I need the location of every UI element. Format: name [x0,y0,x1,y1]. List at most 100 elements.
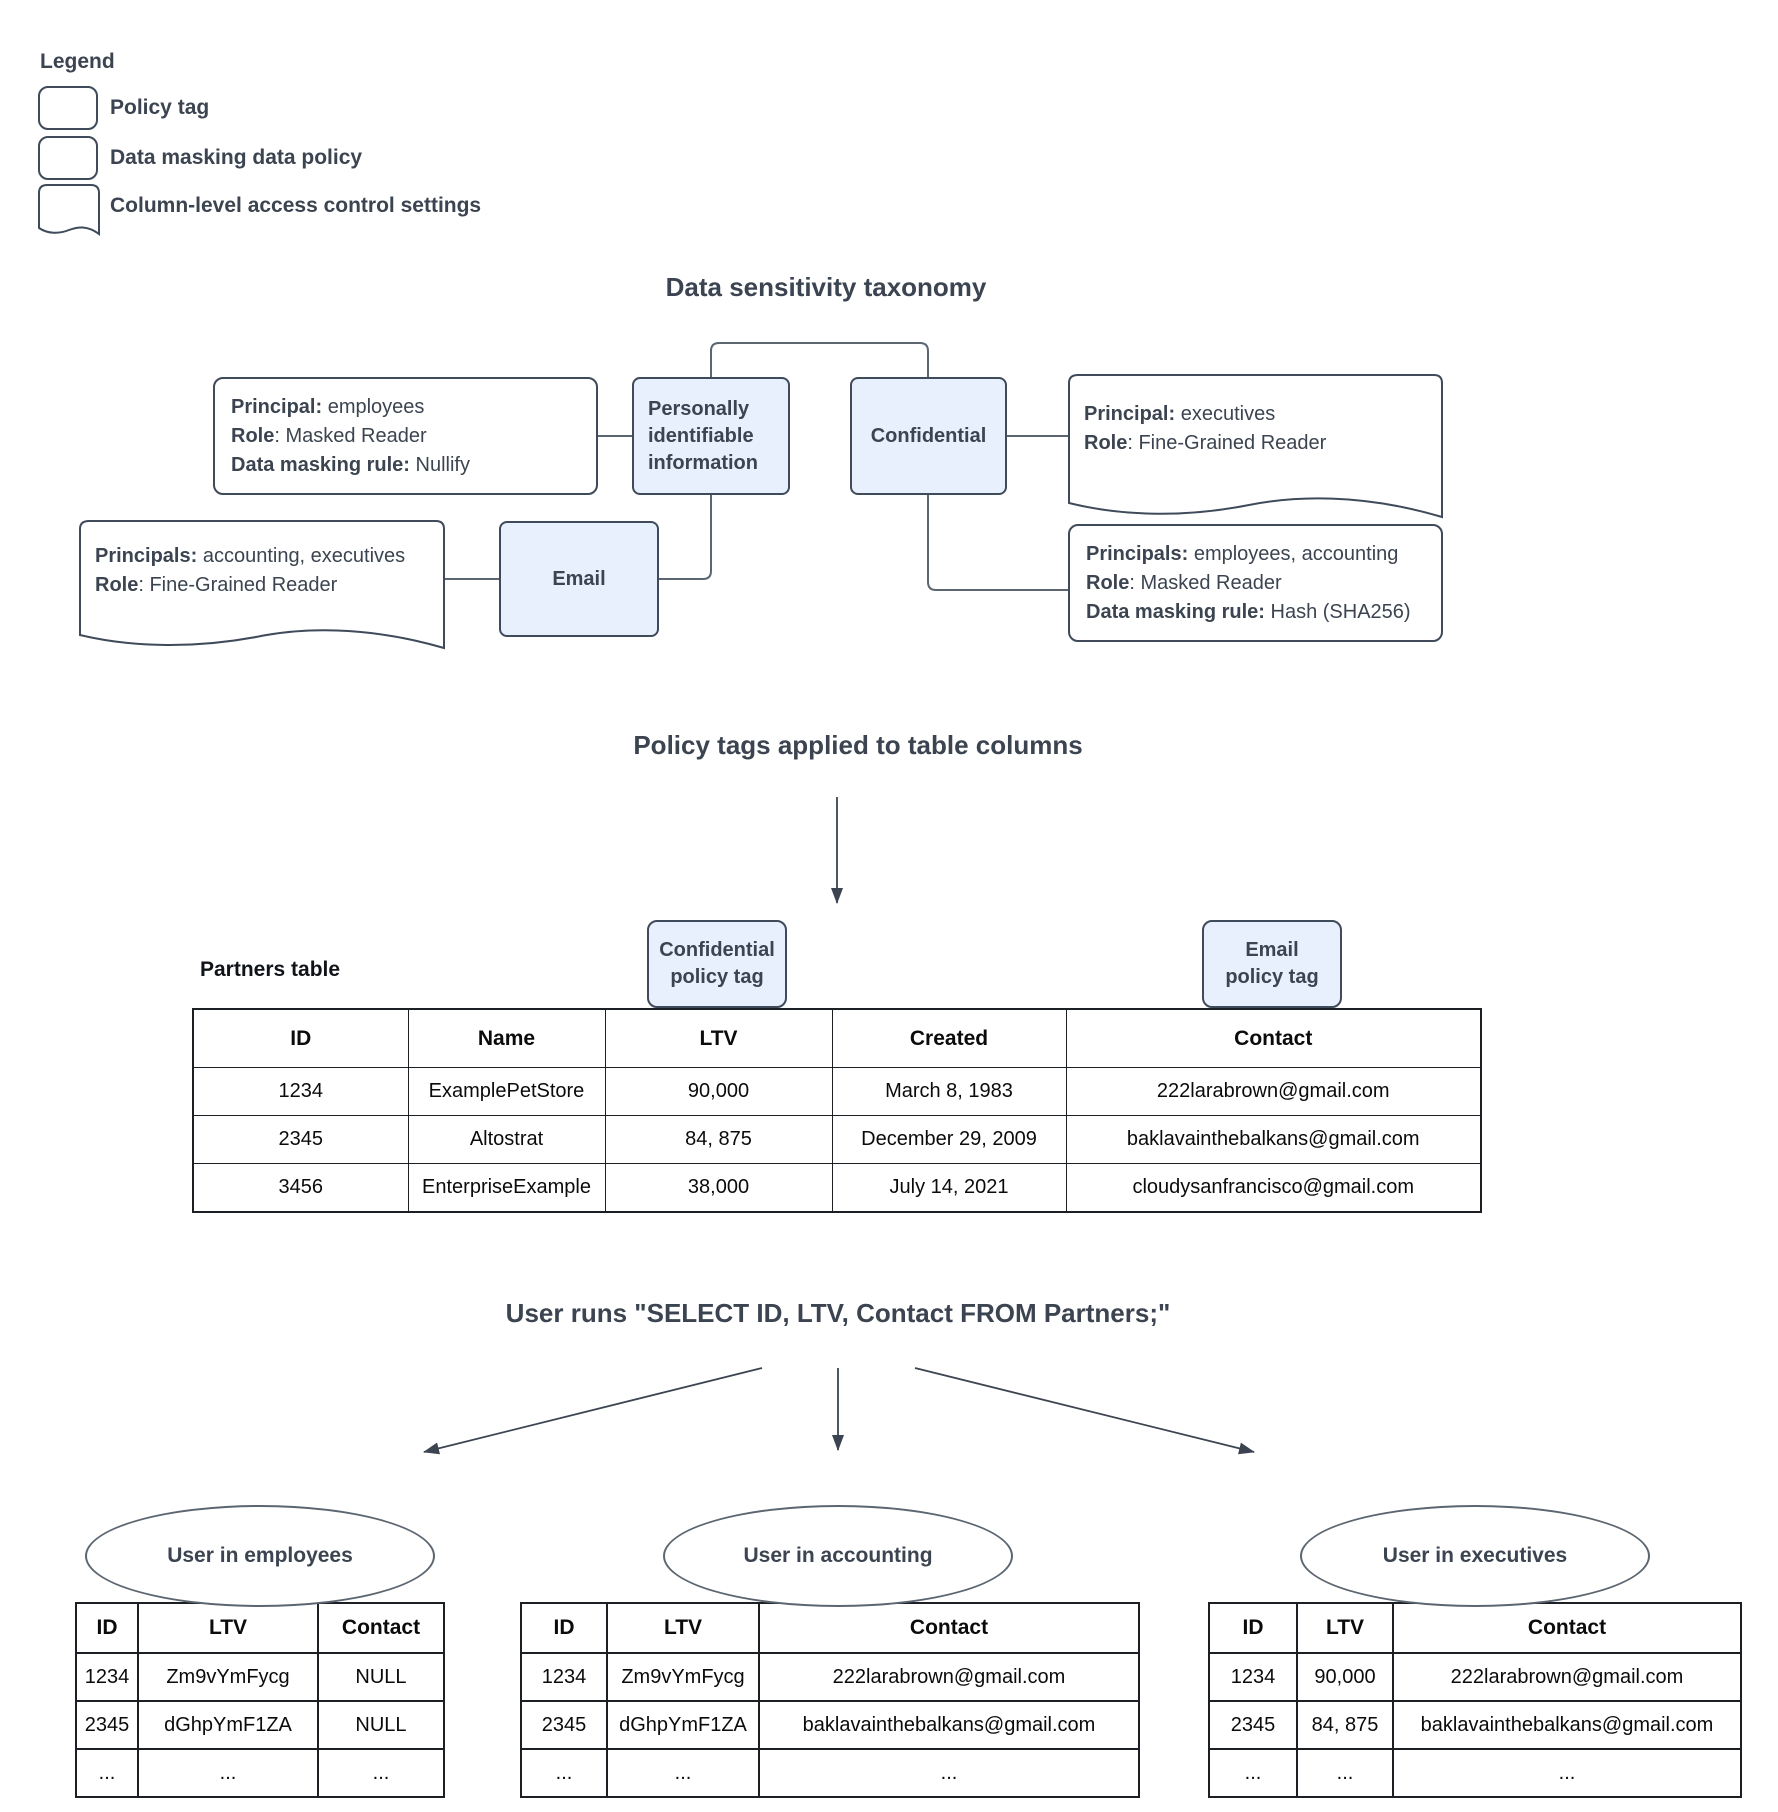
column-header: ID [75,1602,139,1654]
table-cell: ... [1392,1748,1742,1798]
column-header: Contact [758,1602,1140,1654]
column-header: Contact [1392,1602,1742,1654]
connector-confidential-hash [927,495,1068,591]
table-cell: 1234 [75,1652,139,1702]
table-cell: cloudysanfrancisco@gmail.com [1065,1163,1482,1213]
policy-field-label: Principal: [1084,403,1176,425]
table-row: 1234 90,000 222larabrown@gmail.com [1208,1652,1742,1702]
accounting-result-table: ID LTV Contact 1234 Zm9vYmFycg 222larabr… [520,1602,1140,1798]
table-cell: 90,000 [604,1067,833,1116]
policy-field-label: Principals: [1086,542,1189,565]
table-cell: 1234 [520,1652,608,1702]
table-header-row: ID Name LTV Created Contact [192,1008,1482,1068]
table-cell: 2345 [75,1700,139,1750]
policy-field-label: Data masking rule: [231,453,410,476]
user-executives-oval: User in executives [1300,1505,1650,1607]
legend-item-data-masking: Data masking data policy [110,146,363,169]
connector-pii-confidential [710,342,929,377]
confidential-policy-tag-node: Confidential [850,377,1007,495]
table-cell: ... [1296,1748,1394,1798]
table-cell: 84, 875 [604,1115,833,1164]
arrow-to-executives [914,1367,1255,1455]
email-policy-tag-node: Email [499,521,659,637]
policy-field-value: : Fine-Grained Reader [138,574,338,596]
table-cell: 3456 [192,1163,409,1213]
table-cell: March 8, 1983 [831,1067,1067,1116]
table-cell: 222larabrown@gmail.com [1065,1067,1482,1116]
table-cell: dGhpYmF1ZA [137,1700,319,1750]
column-header: Name [407,1008,606,1068]
table-cell: ... [758,1748,1140,1798]
email-label: Email [552,567,606,590]
table-cell: ... [1208,1748,1298,1798]
table-cell: ... [137,1748,319,1798]
column-header: Contact [1065,1008,1482,1068]
policy-field-value: Nullify [409,453,470,476]
table-row: 1234 Zm9vYmFycg 222larabrown@gmail.com [520,1652,1140,1702]
table-cell: ... [606,1748,760,1798]
table-cell: 84, 875 [1296,1700,1394,1750]
table-cell: Zm9vYmFycg [137,1652,319,1702]
table-row: 2345 dGhpYmF1ZA NULL [75,1700,445,1750]
table-cell: 90,000 [1296,1652,1394,1702]
email-policy-tag-badge: Email policy tag [1202,920,1342,1008]
table-cell: Altostrat [407,1115,606,1164]
table-cell: NULL [317,1700,445,1750]
policy-field-value: accounting, executives [197,545,406,567]
table-row: 1234 Zm9vYmFycg NULL [75,1652,445,1702]
arrow-to-employees [423,1367,763,1455]
column-access-swatch [38,184,100,236]
column-header: Contact [317,1602,445,1654]
table-row: ... ... ... [75,1748,445,1798]
partners-table-label: Partners table [200,958,341,981]
policy-field-label: Principals: [95,545,198,567]
column-header: ID [1208,1602,1298,1654]
column-header: LTV [137,1602,319,1654]
data-masking-swatch [38,136,98,180]
nullify-masking-policy-card: Principal: employees Role: Masked Reader… [213,377,598,495]
table-cell: baklavainthebalkans@gmail.com [1065,1115,1482,1164]
taxonomy-title: Data sensitivity taxonomy [665,272,987,302]
executives-result-table: ID LTV Contact 1234 90,000 222larabrown@… [1208,1602,1742,1798]
policy-field-value: Hash (SHA256) [1264,600,1411,623]
policy-field-label: Data masking rule: [1086,600,1265,623]
partners-table: ID Name LTV Created Contact 1234 Example… [192,1008,1482,1213]
connector-email-pii [659,495,712,580]
table-cell: 2345 [192,1115,409,1164]
policy-field-value: employees [322,395,425,418]
table-header-row: ID LTV Contact [520,1602,1140,1654]
table-row: ... ... ... [520,1748,1140,1798]
table-cell: ... [75,1748,139,1798]
column-header: LTV [606,1602,760,1654]
table-header-row: ID LTV Contact [75,1602,445,1654]
table-header-row: ID LTV Contact [1208,1602,1742,1654]
column-header: Created [831,1008,1067,1068]
policy-field-label: Role [231,424,275,447]
table-cell: baklavainthebalkans@gmail.com [1392,1700,1742,1750]
policy-tag-swatch [38,86,98,130]
confidential-label: Confidential [870,424,987,447]
applied-title: Policy tags applied to table columns [633,730,1083,760]
policy-field-label: Principal: [231,395,323,418]
policy-field-label: Role [95,574,139,596]
policy-field-value: executives [1175,403,1276,425]
table-cell: Zm9vYmFycg [606,1652,760,1702]
policy-field-value: employees, accounting [1188,542,1399,565]
table-cell: ... [317,1748,445,1798]
table-cell: December 29, 2009 [831,1115,1067,1164]
column-header: LTV [1296,1602,1394,1654]
column-header: ID [520,1602,608,1654]
table-cell: 2345 [520,1700,608,1750]
user-accounting-oval: User in accounting [663,1505,1013,1607]
table-cell: 1234 [192,1067,409,1116]
table-row: ... ... ... [1208,1748,1742,1798]
table-row: 2345 dGhpYmF1ZA baklavainthebalkans@gmai… [520,1700,1140,1750]
table-cell: dGhpYmF1ZA [606,1700,760,1750]
pii-policy-tag-node: Personally identifiable information [632,377,790,495]
table-row: 2345 84, 875 baklavainthebalkans@gmail.c… [1208,1700,1742,1750]
column-header: LTV [604,1008,833,1068]
table-cell: ExamplePetStore [407,1067,606,1116]
table-cell: 2345 [1208,1700,1298,1750]
